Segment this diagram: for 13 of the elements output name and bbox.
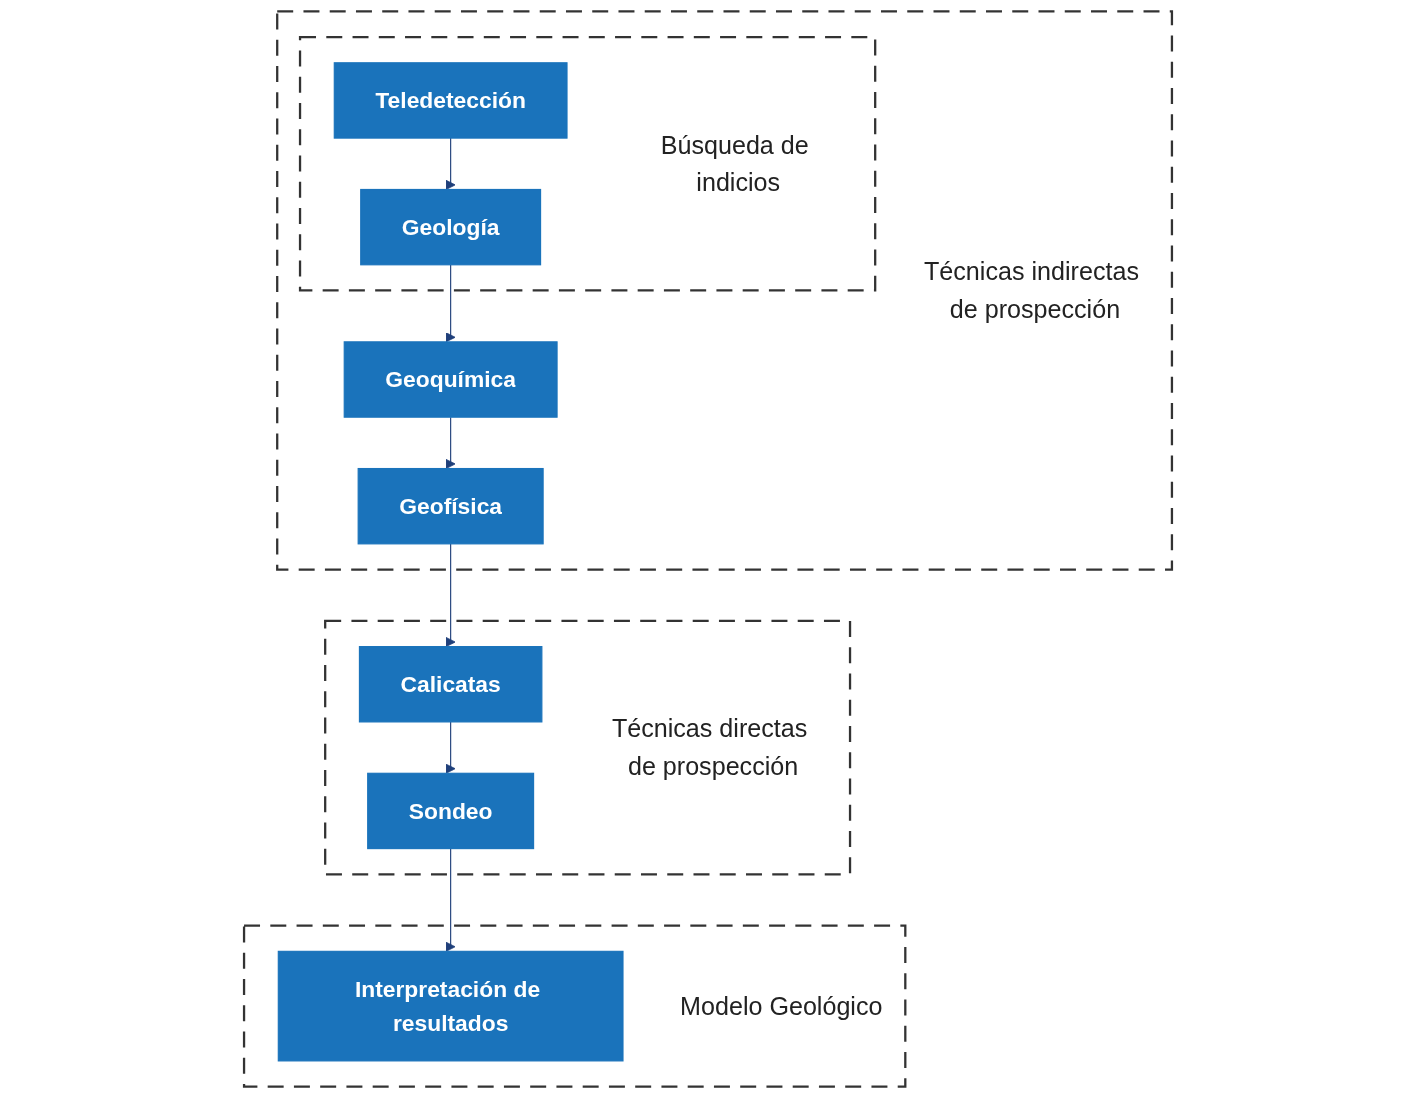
node-box: Geoquímica (343, 341, 558, 418)
arrow (445, 848, 456, 952)
arrow (445, 264, 456, 343)
node-box: Geofísica (357, 467, 544, 545)
node-box: Calicatas (358, 646, 543, 723)
node-box: Geología (360, 188, 542, 266)
arrow (445, 416, 456, 469)
arrow (445, 543, 456, 648)
arrow (445, 137, 456, 190)
arrow (445, 721, 456, 774)
node-box: Sondeo (367, 772, 535, 850)
node-box: Interpretación de resultados (277, 950, 624, 1062)
node-box: Teledetección (333, 62, 568, 139)
